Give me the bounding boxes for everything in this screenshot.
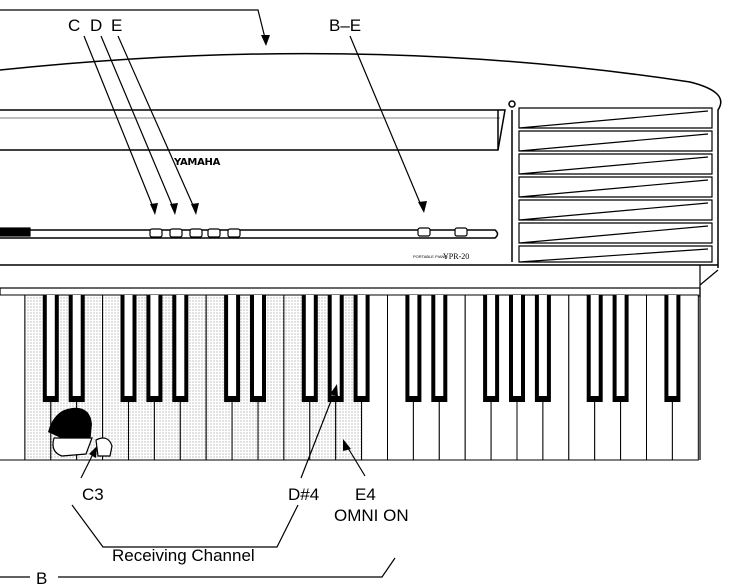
black-key-highlight [150,295,159,396]
black-key-highlight [435,295,444,396]
label-c3: C3 [82,485,104,504]
button-d [169,228,183,238]
button-b-e [417,227,431,237]
face [52,437,93,457]
d-leader [100,35,176,213]
black-key-highlight [254,295,262,396]
lid-curve [0,52,722,268]
c-leader [83,35,156,213]
black-key-highlight [124,295,133,396]
white-key [0,294,26,461]
keyboard [0,265,719,461]
speaker-grille [518,107,713,263]
label-b-e: B–E [329,16,362,35]
top-callouts [0,9,424,213]
button-e [189,228,203,238]
black-key-highlight [538,295,547,396]
label-omni-on: OMNI ON [334,506,409,525]
panel-button-5 [227,228,241,238]
black-key-highlight [46,295,55,396]
piano-body [0,52,722,268]
black-key-highlight [668,295,677,396]
panel-button-7 [454,227,468,237]
panel-buttons [0,227,468,238]
black-key-highlight [228,295,237,396]
black-key-highlight [357,295,366,396]
bottom-callouts [0,387,396,578]
label-b: B [36,569,48,588]
black-key-highlight [409,295,418,396]
label-receiving-channel: Receiving Channel [112,546,255,565]
control-panel-strip [0,229,499,239]
black-key-highlight [305,295,314,396]
black-key-highlight [72,295,81,396]
label-e: E [111,16,123,35]
c-d-e-bracket-line [0,9,267,43]
e-leader [117,35,197,213]
label-e4: E4 [355,485,376,504]
label-d: D [90,16,103,35]
black-key-highlight [616,295,625,396]
hair [48,407,92,446]
label-d-sharp-4: D#4 [288,485,320,504]
receiving-channel-bracket [71,504,299,548]
panel-button-4 [207,228,221,238]
model-caption: PORTABLE PIANO [413,254,448,259]
black-key-highlight [331,295,340,396]
black-key-highlight [590,295,599,396]
label-c: C [68,16,81,35]
black-key-highlight [176,295,185,396]
black-key-highlight [513,295,521,396]
arrowheads [150,35,427,215]
model-name: YPR-20 [443,252,470,261]
keyboard-end-cheek [699,265,719,460]
black-key-highlight [487,295,496,396]
volume-slider [0,227,31,237]
b-bracket-line [0,557,396,578]
indicator-lamp [508,100,516,108]
music-rest [0,109,506,151]
hand [95,437,113,457]
d-sharp-4-leader [300,387,337,479]
button-c [149,228,163,238]
b-e-leader [349,35,424,211]
character-hand [48,407,113,457]
yamaha-logo: YAMAHA [174,157,221,168]
